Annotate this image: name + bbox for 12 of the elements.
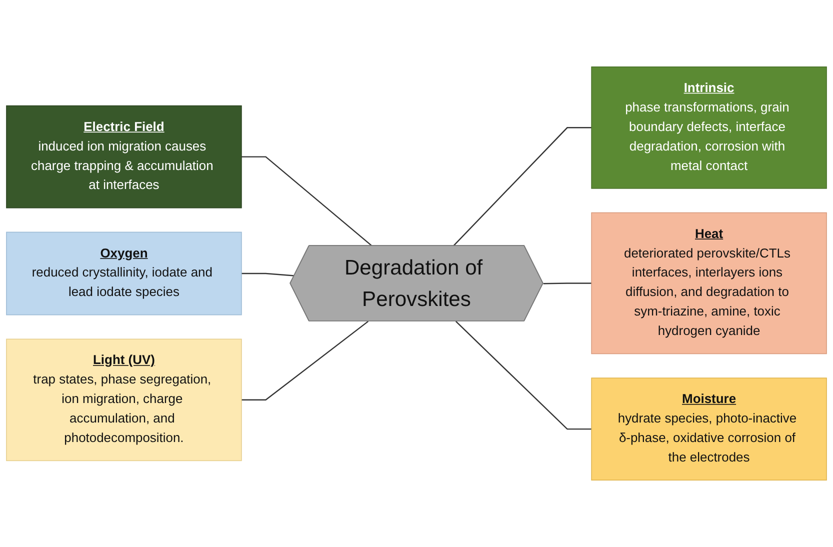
node-box: Moisture hydrate species, photo-inactive δ-phase, oxidative corrosion of the electrodes [591, 378, 827, 481]
connector [455, 320, 592, 430]
connector [241, 156, 372, 246]
node-box: Heat deteriorated perovskite/CTLs interfaces, interlayers ions diffusion, and degradation to sym-triazine, amine, toxic hydrogen cyanide [591, 212, 827, 354]
node-box: Intrinsic phase transformations, grain boundary defects, interface degradation, corrosion with metal contact [591, 66, 827, 189]
node-box: Electric Field induced ion migration causes charge trapping & accumulation at interfaces [6, 105, 242, 208]
connector [543, 282, 592, 284]
connector [452, 127, 592, 246]
node-box: Light (UV) trap states, phase segregation, ion migration, charge accumulation, and photodecomposition. [6, 338, 242, 462]
connector [241, 272, 294, 276]
node-box: Oxygen reduced crystallinity, iodate and lead iodate species [6, 232, 242, 316]
connector [241, 320, 369, 400]
